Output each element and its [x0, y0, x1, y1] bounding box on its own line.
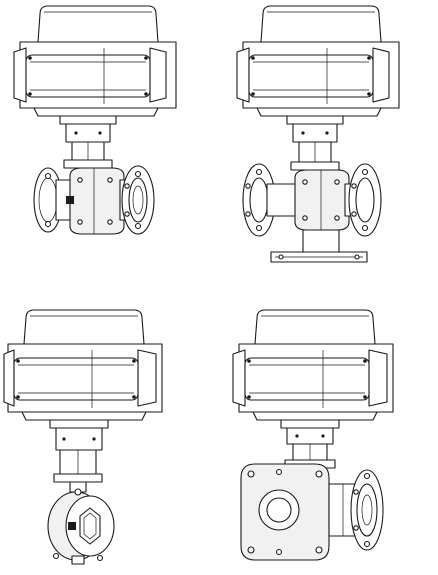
valve-variant-wafer-v-port	[0, 288, 219, 575]
mounting-bracket	[286, 115, 344, 171]
mounting-bracket	[49, 419, 109, 493]
valve-variant-two-way-flanged	[0, 0, 219, 287]
electric-actuator	[232, 309, 394, 421]
valve-variant-three-way-flanged	[219, 0, 438, 287]
ball-valve-body	[33, 165, 155, 235]
valve-variant-three-way-cross	[219, 288, 438, 575]
electric-actuator	[3, 309, 163, 421]
wafer-valve-body	[47, 488, 115, 565]
tee-valve-body	[242, 163, 382, 263]
electric-actuator	[236, 5, 400, 117]
cross-valve-body	[240, 463, 384, 561]
electric-actuator	[13, 5, 177, 117]
mounting-bracket	[59, 115, 117, 169]
mounting-bracket	[280, 419, 340, 469]
